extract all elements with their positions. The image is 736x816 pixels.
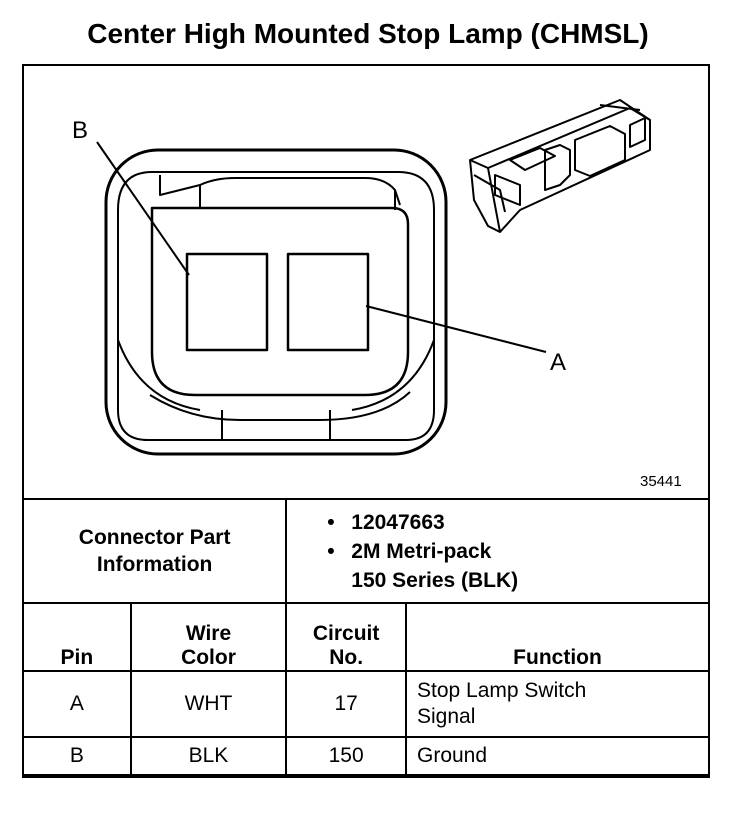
leader-line-b — [96, 141, 190, 276]
header-circuit-no: Circuit No. — [285, 602, 407, 672]
cell-wire-color: BLK — [129, 736, 288, 776]
header-function: Function — [405, 602, 710, 672]
connector-housing — [150, 206, 410, 397]
part-info-list: • 12047663 • 2M Metri-pack 150 Series (BLK… — [285, 498, 710, 604]
figure-id: 35441 — [640, 473, 682, 490]
callout-a: A — [550, 349, 566, 376]
cell-pin: B — [22, 736, 132, 776]
table-row: A WHT 17 Stop Lamp Switch Signal — [22, 670, 710, 738]
header-wire-color: Wire Color — [129, 602, 288, 672]
connector-info-table: Connector Part Information • 12047663 • 2M… — [21, 498, 710, 776]
cell-circuit: 17 — [285, 670, 407, 738]
connector-series-continued: 150 Series (BLK) — [351, 568, 519, 592]
header-pin: Pin — [22, 602, 132, 672]
part-info-label: Connector Part Information — [21, 498, 288, 604]
table-row: B BLK 150 Ground — [22, 736, 710, 776]
connector-face-outer — [104, 148, 448, 456]
bullet-icon: • — [327, 510, 335, 534]
connector-inner-channel — [117, 171, 435, 441]
cell-function: Stop Lamp Switch Signal — [405, 670, 710, 738]
connector-series: 2M Metri-pack — [351, 539, 492, 563]
diagram-frame — [22, 64, 710, 778]
callout-b: B — [72, 117, 88, 144]
cell-wire-color: WHT — [129, 670, 288, 738]
part-number: 12047663 — [351, 510, 445, 534]
bullet-icon: • — [327, 539, 335, 563]
cell-function: Ground — [405, 736, 710, 776]
diagram-title: Center High Mounted Stop Lamp (CHMSL) — [87, 18, 649, 49]
terminal-cavity-a — [286, 252, 370, 352]
connector-icon — [469, 99, 651, 233]
table-header-row: Pin Wire Color Circuit No. Function — [22, 602, 710, 672]
cell-pin: A — [22, 670, 132, 738]
part-info-row: Connector Part Information • 12047663 • 2M… — [21, 498, 710, 604]
connector-latch — [159, 175, 401, 206]
cell-circuit: 150 — [285, 736, 407, 776]
terminal-cavity-b — [185, 252, 269, 352]
leader-line-a — [365, 305, 547, 353]
